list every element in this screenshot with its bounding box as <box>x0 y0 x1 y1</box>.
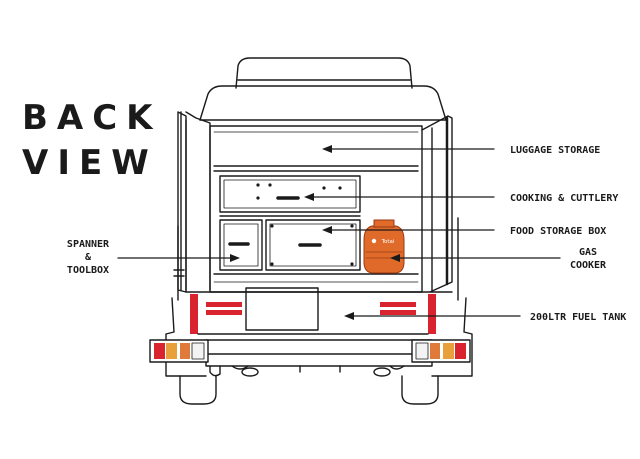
label-gas-cooker: GAS COOKER <box>566 246 610 272</box>
label-spanner-line-2: & <box>84 252 92 263</box>
left-tail-light <box>149 339 209 363</box>
label-food-storage-box: FOOD STORAGE BOX <box>510 226 607 237</box>
label-fuel-tank: 200LTR FUEL TANK <box>530 312 627 323</box>
label-spanner-line-1: SPANNER <box>66 239 110 250</box>
cylinder-brand: Totai <box>381 239 395 245</box>
label-cooking-cutlery: COOKING & CUTTLERY <box>510 193 619 204</box>
rear-bumper <box>205 339 433 367</box>
gas-cylinder: Totai <box>363 219 405 274</box>
cooking-cutlery-drawer <box>219 175 361 217</box>
left-door <box>173 111 187 293</box>
right-door <box>421 115 453 293</box>
food-storage-box <box>265 219 361 271</box>
roof-rack <box>235 57 413 89</box>
label-gas-line-1: GAS <box>578 247 598 258</box>
undercarriage <box>179 365 439 405</box>
right-tail-light <box>411 339 471 363</box>
title-line-1: BACK <box>22 98 162 138</box>
label-luggage-storage: LUGGAGE STORAGE <box>510 145 601 156</box>
label-gas-line-2: COOKER <box>569 260 607 271</box>
toolbox-drawer <box>219 219 263 271</box>
label-arrows <box>117 145 561 320</box>
title-line-2: VIEW <box>22 143 158 183</box>
fuel-tank <box>245 287 319 331</box>
rear-lower-body <box>165 291 473 377</box>
luggage-compartment <box>209 125 423 293</box>
label-spanner-line-3: TOOLBOX <box>66 265 110 276</box>
label-spanner-toolbox: SPANNER & TOOLBOX <box>60 238 116 277</box>
